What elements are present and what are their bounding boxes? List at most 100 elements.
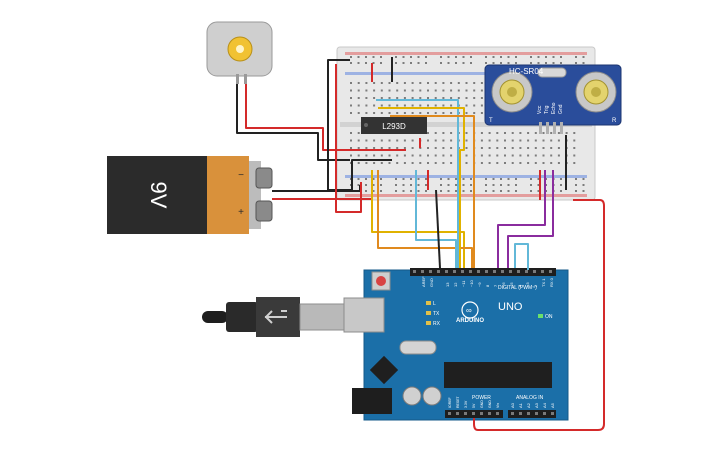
digital-pin-label: GND	[429, 278, 434, 287]
bb-hole	[380, 62, 382, 64]
bb-hole	[534, 147, 537, 149]
bb-hole	[560, 184, 562, 186]
bb-hole	[357, 104, 360, 107]
bb-hole	[480, 154, 483, 157]
bb-hole	[500, 62, 502, 64]
chip-notch	[364, 123, 368, 127]
wire-orange-1	[377, 170, 473, 268]
digital-pin-label: ~3	[525, 282, 530, 287]
bb-hole	[425, 190, 427, 192]
bb-hole	[357, 82, 360, 84]
bb-hole	[496, 132, 499, 134]
bb-hole	[470, 190, 472, 192]
bb-hole	[455, 56, 457, 58]
bb-hole	[357, 112, 360, 114]
bb-hole	[542, 154, 545, 157]
bb-hole	[388, 82, 391, 84]
dc-power-jack[interactable]	[352, 388, 392, 414]
battery-9v[interactable]: 9V − +	[107, 156, 273, 234]
digital-header[interactable]	[410, 268, 556, 276]
ultrasonic-sensor[interactable]: HC-SR04 T R Vcc Trig Echo Gnd	[484, 64, 622, 134]
bb-hole	[372, 190, 375, 192]
bb-hole	[519, 139, 522, 142]
battery-terminal-negative[interactable]	[255, 167, 273, 189]
bb-hole	[511, 139, 514, 142]
bb-hole	[450, 132, 453, 134]
bb-hole	[402, 190, 405, 192]
bb-hole	[447, 56, 450, 58]
bb-hole	[380, 56, 382, 58]
usb-cable[interactable]	[202, 297, 346, 337]
bb-hole	[442, 112, 445, 114]
bb-hole	[492, 178, 495, 180]
bb-hole	[500, 178, 502, 180]
bb-hole	[411, 104, 414, 107]
bb-hole	[455, 184, 457, 186]
header-hole	[448, 412, 451, 415]
sensor-pin-gnd: Gnd	[558, 104, 564, 114]
bb-hole	[357, 89, 360, 92]
bb-hole	[425, 62, 427, 64]
bb-hole	[530, 178, 532, 180]
bb-hole	[492, 56, 495, 58]
analog-pin-label: A4	[542, 402, 547, 408]
bb-hole	[373, 89, 376, 92]
bb-hole	[403, 139, 406, 142]
bb-hole	[403, 162, 406, 164]
bb-hole	[380, 184, 382, 186]
bb-hole	[395, 62, 397, 64]
dc-motor[interactable]	[206, 21, 273, 84]
brand-label: ARDUINO	[456, 318, 484, 324]
bb-hole	[419, 112, 422, 114]
analog-header[interactable]	[508, 410, 556, 418]
bb-hole	[480, 82, 483, 84]
wires	[236, 57, 605, 431]
battery-terminal-positive[interactable]	[255, 200, 273, 222]
bb-hole	[396, 147, 399, 149]
bb-hole	[485, 184, 487, 186]
bb-hole	[373, 97, 376, 99]
bb-hole	[373, 82, 376, 84]
bb-hole	[442, 162, 445, 164]
arduino-uno-board[interactable]: DIGITAL (PWM~) UNO ARDUINO ∞ TX RX L ON …	[343, 268, 569, 421]
bb-hole	[380, 97, 383, 99]
l293d-chip[interactable]: L293D	[361, 117, 427, 134]
bb-hole	[488, 154, 491, 157]
bb-hole	[534, 162, 537, 164]
power-pin-label: GND	[488, 400, 492, 408]
digital-pin-label: 8	[485, 284, 490, 287]
bb-hole	[492, 184, 495, 186]
bb-hole	[462, 190, 465, 192]
bb-hole	[465, 112, 468, 114]
bb-hole	[388, 139, 391, 142]
header-hole	[525, 270, 528, 273]
bb-hole	[425, 184, 427, 186]
bb-hole	[410, 190, 412, 192]
wire-rail-black-1	[327, 59, 352, 191]
bb-hole	[365, 89, 368, 92]
bb-hole	[357, 184, 360, 186]
power-pin-label: 3.3V	[464, 400, 468, 408]
bb-hole	[357, 178, 360, 180]
tx-label: TX	[433, 311, 440, 317]
header-hole	[421, 270, 424, 273]
bb-hole	[557, 132, 560, 134]
bb-hole	[457, 82, 460, 84]
bb-hole	[473, 97, 476, 99]
bb-hole	[465, 82, 468, 84]
bb-hole	[442, 139, 445, 142]
bb-hole	[388, 112, 391, 114]
rx-led	[426, 321, 431, 325]
bb-hole	[465, 97, 468, 99]
bb-hole	[504, 147, 506, 149]
bb-hole	[507, 178, 510, 180]
bb-hole	[410, 56, 412, 58]
bb-hole	[465, 147, 468, 149]
bb-hole	[488, 132, 491, 134]
bb-hole	[411, 112, 414, 114]
model-label: UNO	[498, 301, 523, 313]
bb-hole	[537, 190, 540, 192]
bb-hole	[411, 97, 414, 99]
digital-pin-label: 2	[533, 284, 538, 287]
usb-b-port[interactable]	[343, 297, 385, 333]
